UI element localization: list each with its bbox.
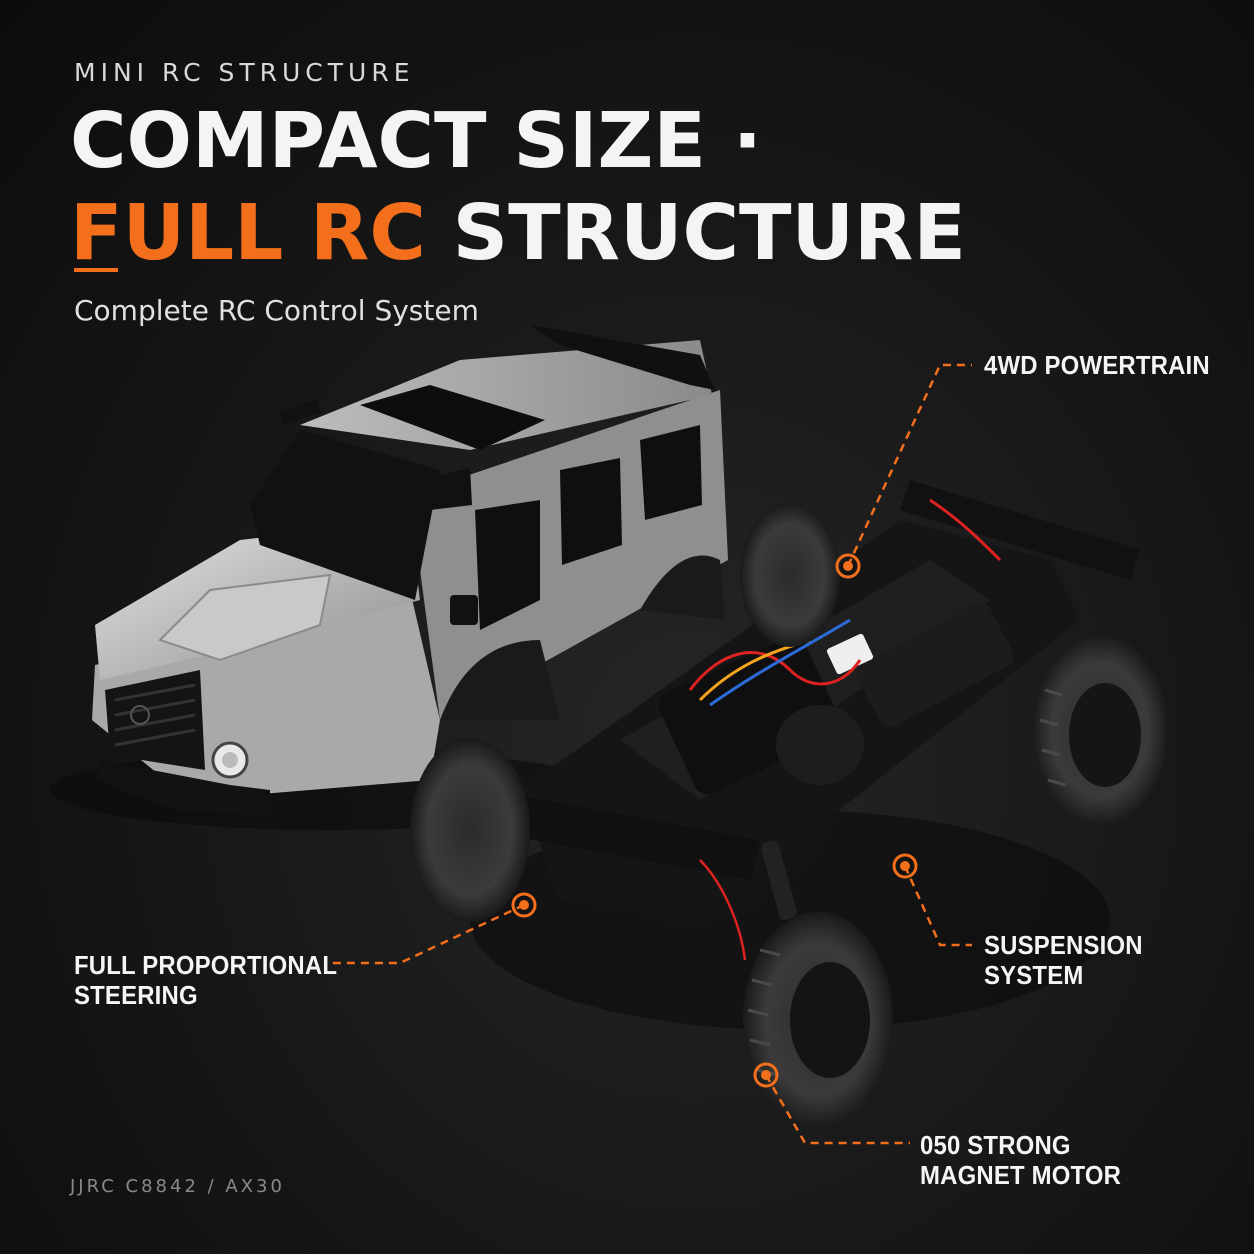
marker-powertrain: [835, 553, 861, 579]
car-body-shell: [50, 325, 728, 830]
callout-markers: [511, 553, 918, 1088]
leader-suspension: [903, 865, 972, 947]
callout-motor: 050 STRONG MAGNET MOTOR: [920, 1130, 1121, 1190]
accent-divider: [74, 268, 118, 272]
headline-line2-rest: STRUCTURE: [425, 189, 966, 278]
callout-leaders: [332, 363, 972, 1145]
callout-suspension-label: SUSPENSION SYSTEM: [984, 930, 1143, 990]
model-label: JJRC C8842 / AX30: [70, 1176, 285, 1197]
headline-accent: FULL RC: [70, 189, 426, 278]
marker-steering: [511, 892, 537, 918]
callout-suspension: SUSPENSION SYSTEM: [984, 930, 1232, 990]
subtitle: Complete RC Control System: [74, 294, 479, 327]
eyebrow-label: MINI RC STRUCTURE: [74, 58, 415, 87]
marker-suspension: [892, 853, 918, 879]
headline: COMPACT SIZE · FULL RC STRUCTURE: [70, 96, 966, 280]
leader-powertrain: [846, 363, 972, 567]
callout-motor-line1: 050 STRONG: [920, 1130, 1071, 1160]
leader-steering: [332, 903, 525, 965]
headline-line1: COMPACT SIZE ·: [70, 97, 762, 186]
callout-powertrain-label: 4WD POWERTRAIN: [984, 350, 1210, 380]
callout-steering-line2: STEERING: [74, 980, 198, 1010]
callout-steering-line1: FULL PROPORTIONAL: [74, 950, 338, 980]
callout-steering: FULL PROPORTIONAL STEERING: [74, 950, 337, 1010]
rc-chassis: [410, 480, 1168, 1128]
marker-motor: [753, 1062, 779, 1088]
callout-motor-line2: MAGNET MOTOR: [920, 1160, 1122, 1190]
callout-powertrain: 4WD POWERTRAIN: [984, 350, 1210, 380]
